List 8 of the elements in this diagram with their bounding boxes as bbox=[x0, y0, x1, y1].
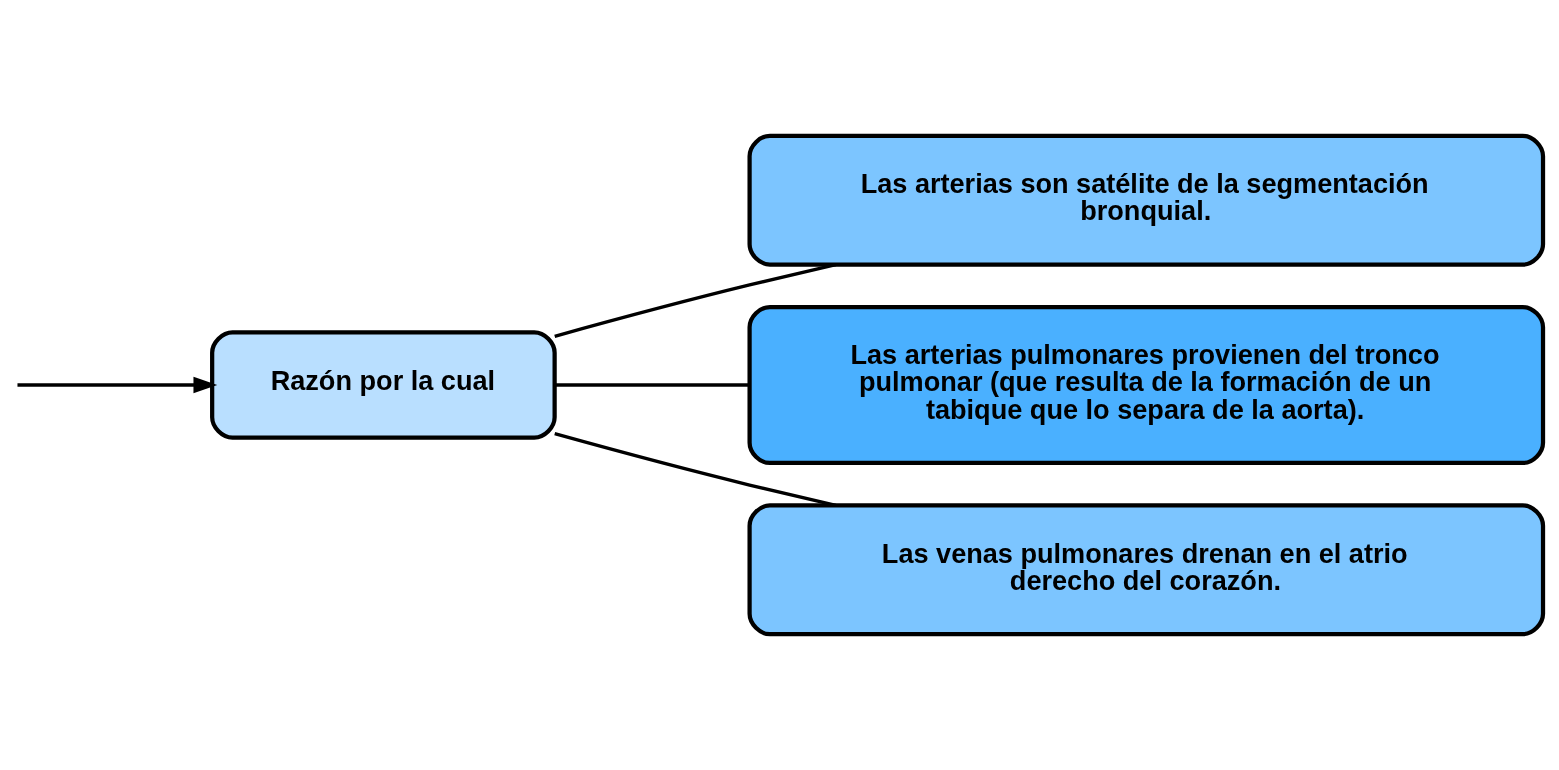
node-box: Las arterias son satélite de la segmentación bronquial. bbox=[747, 133, 1546, 267]
arrow bbox=[17, 376, 218, 394]
node-box: Razón por la cual bbox=[210, 330, 557, 440]
node-box: Las arterias pulmonares provienen del tronco pulmonar (que resulta de la formación de un tabique que lo separa de la aorta). bbox=[747, 304, 1546, 466]
node-box: Las venas pulmonares drenan en el atrio derecho del corazón. bbox=[747, 503, 1546, 637]
connector bbox=[555, 383, 750, 387]
connector bbox=[554, 263, 837, 338]
connector bbox=[554, 432, 837, 507]
